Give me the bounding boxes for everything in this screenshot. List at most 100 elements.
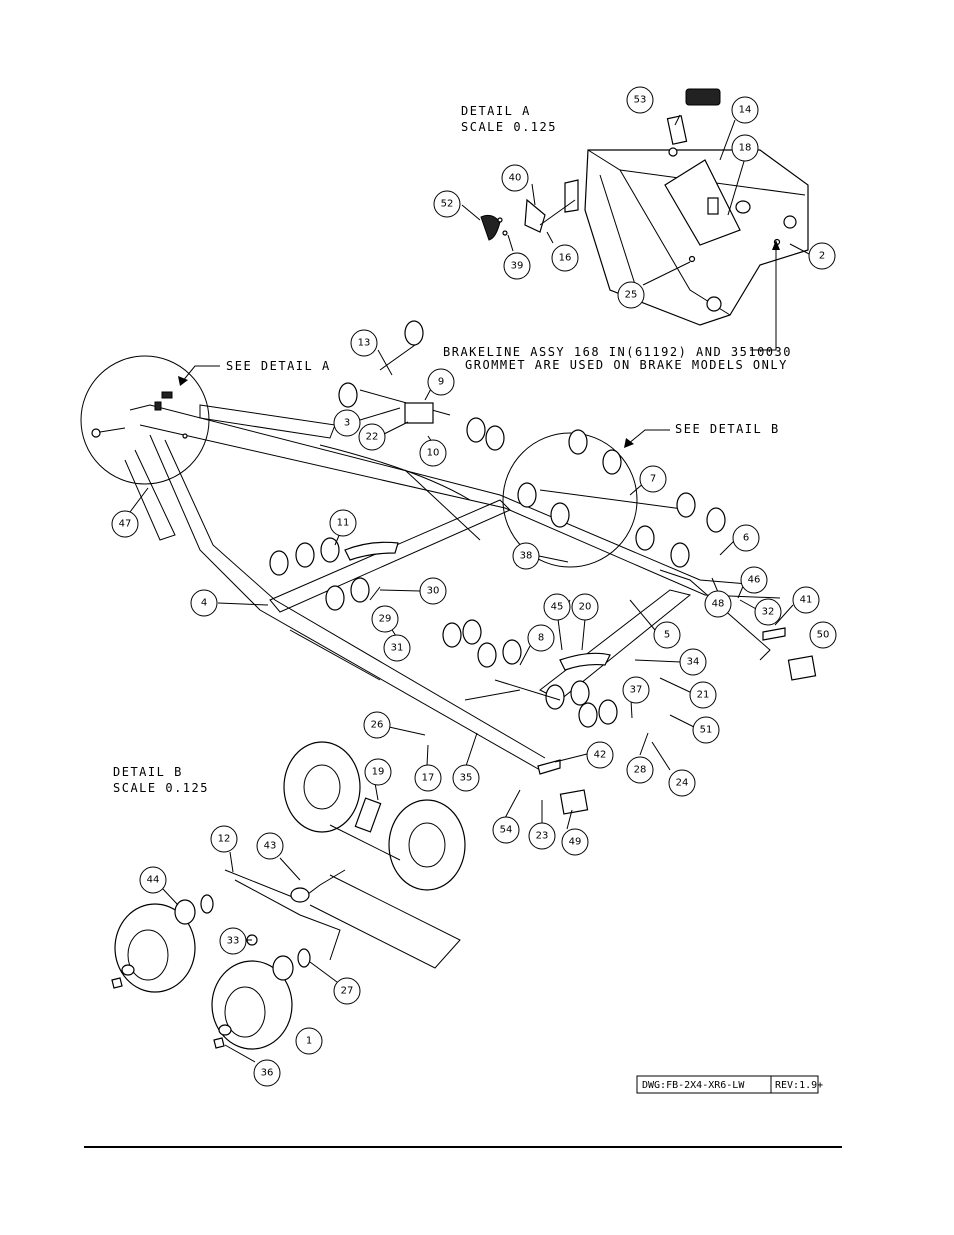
callout-label-40: 40 [509,173,522,184]
callout-circle-37 [622,676,650,704]
callout-label-23: 23 [536,831,549,842]
callout-label-5: 5 [664,630,670,641]
callout-circle-29 [371,605,399,633]
detail-a-scale: SCALE 0.125 [461,120,557,134]
callout-circle-50 [809,621,837,649]
callout-label-52: 52 [441,199,454,210]
callout-circle-36 [253,1059,281,1087]
callout-circle-22 [358,423,386,451]
callout-circle-41 [792,586,820,614]
drawing-number: DWG:FB-2X4-XR6-LW [642,1080,745,1091]
callout-label-10: 10 [427,448,440,459]
callout-circle-20 [571,593,599,621]
callout-label-1: 1 [306,1036,312,1047]
callout-group: 5314182405216392513932210477116384302931… [111,86,837,1087]
callout-circle-27 [333,977,361,1005]
callout-label-4: 4 [201,598,207,609]
callout-label-53: 53 [634,95,647,106]
callout-label-35: 35 [460,773,473,784]
brakeline-note-2: GROMMET ARE USED ON BRAKE MODELS ONLY [465,358,788,372]
callout-circle-19 [364,758,392,786]
title-block: DWG:FB-2X4-XR6-LW REV:1.9+ [636,1075,823,1094]
callout-label-8: 8 [538,633,544,644]
callout-label-18: 18 [739,143,752,154]
callout-circle-31 [383,634,411,662]
callout-circle-49 [561,828,589,856]
callout-label-44: 44 [147,875,160,886]
callout-label-37: 37 [630,685,643,696]
callout-circle-21 [689,681,717,709]
callout-circle-32 [754,598,782,626]
callout-circle-5 [653,621,681,649]
callout-label-39: 39 [511,261,524,272]
callout-label-28: 28 [634,765,647,776]
callout-label-3: 3 [344,418,350,429]
callout-circle-54 [492,816,520,844]
detail-b-scale: SCALE 0.125 [113,781,209,795]
callout-circle-12 [210,825,238,853]
callout-label-26: 26 [371,720,384,731]
detail-b-circle [502,432,638,568]
callout-label-27: 27 [341,986,354,997]
callout-circle-44 [139,866,167,894]
callout-circle-51 [692,716,720,744]
callout-label-30: 30 [427,586,440,597]
callout-label-22: 22 [366,432,379,443]
callout-label-19: 19 [372,767,385,778]
callout-label-43: 43 [264,841,277,852]
callout-label-7: 7 [650,474,656,485]
callout-circle-7 [639,465,667,493]
revision: REV:1.9+ [775,1080,823,1091]
callout-label-41: 41 [800,595,813,606]
callout-circle-1 [295,1027,323,1055]
brakeline-note-1: BRAKELINE ASSY 168 IN(61192) AND 3510030 [443,345,792,359]
callout-circle-25 [617,281,645,309]
callout-circle-8 [527,624,555,652]
callout-label-45: 45 [551,602,564,613]
callout-circle-23 [528,822,556,850]
callout-circle-4 [190,589,218,617]
detail-a-drawing [480,88,809,326]
callout-circle-33 [219,927,247,955]
callout-circle-45 [543,593,571,621]
callout-label-38: 38 [520,551,533,562]
callout-label-9: 9 [438,377,444,388]
callout-circle-43 [256,832,284,860]
callout-circle-11 [329,509,357,537]
callout-circle-10 [419,439,447,467]
callout-label-50: 50 [817,630,830,641]
callout-circle-13 [350,329,378,357]
callout-circle-47 [111,510,139,538]
callout-label-24: 24 [676,778,689,789]
callout-label-20: 20 [579,602,592,613]
callout-circle-38 [512,542,540,570]
callout-label-31: 31 [391,643,404,654]
callout-label-11: 11 [337,518,350,529]
callout-label-14: 14 [739,105,752,116]
detail-a-circle [80,355,210,485]
callout-label-6: 6 [743,533,749,544]
callout-circle-39 [503,252,531,280]
callout-label-49: 49 [569,837,582,848]
detail-a-title: DETAIL A [461,104,531,118]
callout-circle-34 [679,648,707,676]
callout-circle-48 [704,590,732,618]
callout-circle-53 [626,86,654,114]
callout-circle-18 [731,134,759,162]
callout-circle-46 [740,566,768,594]
callout-label-47: 47 [119,519,132,530]
callout-label-29: 29 [379,614,392,625]
callout-label-46: 46 [748,575,761,586]
callout-label-16: 16 [559,253,572,264]
callout-circle-3 [333,409,361,437]
callout-circle-52 [433,190,461,218]
callout-circle-17 [414,764,442,792]
callout-label-17: 17 [422,773,435,784]
callout-label-48: 48 [712,599,725,610]
callout-label-36: 36 [261,1068,274,1079]
callout-label-32: 32 [762,607,775,618]
trailer-frame [124,404,781,771]
callout-label-2: 2 [819,251,825,262]
callout-circle-30 [419,577,447,605]
